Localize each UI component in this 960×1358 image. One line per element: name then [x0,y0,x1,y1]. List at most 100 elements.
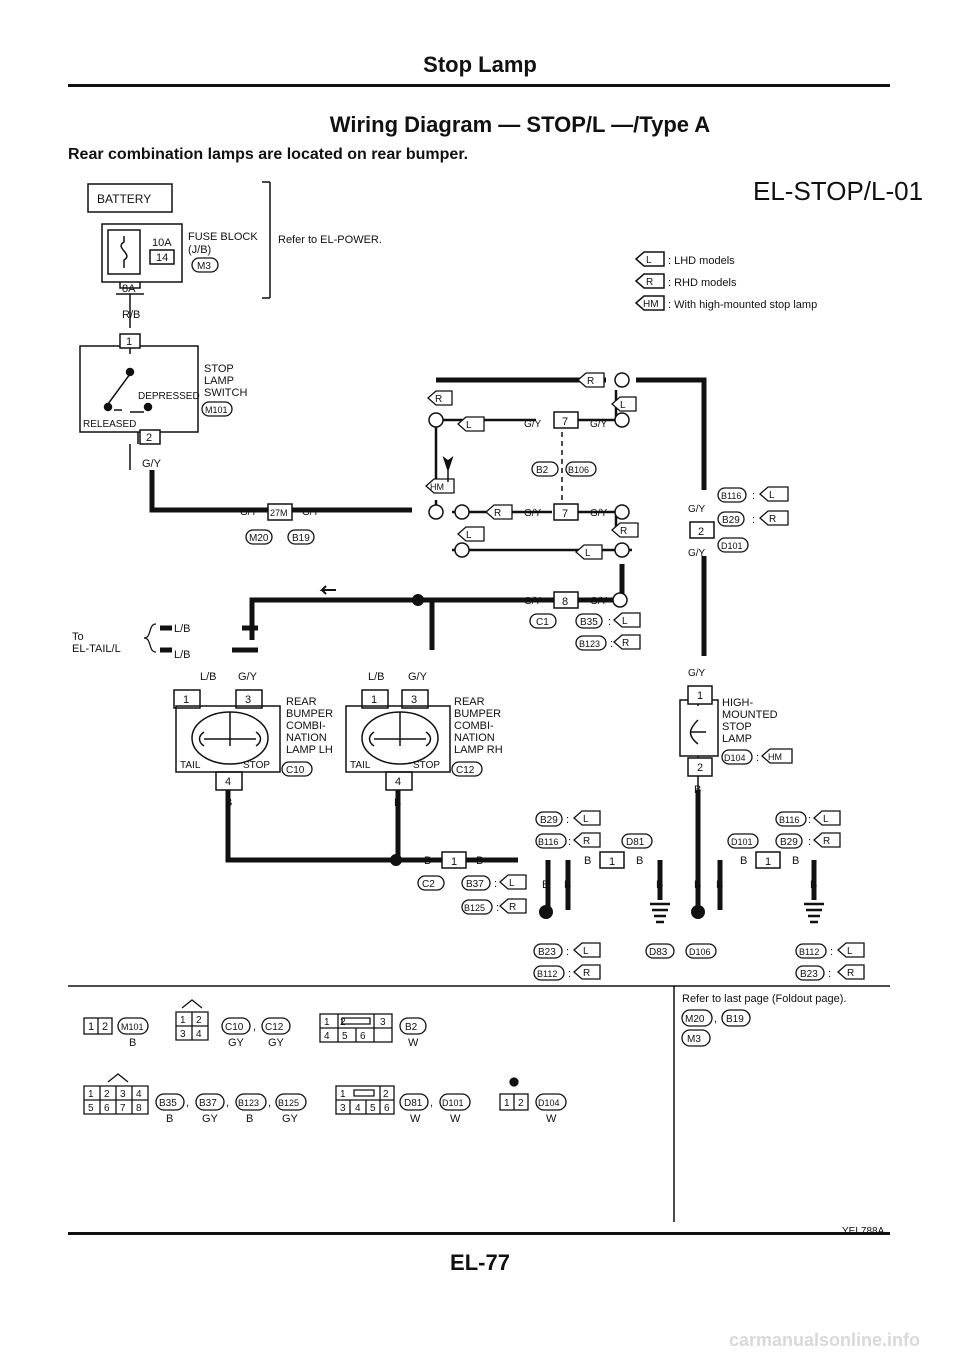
pin-2: 2 [518,1098,524,1109]
comma: , [268,1097,271,1109]
hm-lamp-label: HIGH- [722,697,754,709]
colon: : [828,968,831,980]
comma: , [714,1013,717,1025]
pin-4: 4 [324,1031,330,1042]
table-b123: B123 [238,1098,259,1108]
table-b125: B125 [278,1098,299,1108]
pin-2: 2 [196,1015,202,1026]
tag-r-1: R [435,394,442,405]
wire-b: B [656,879,663,891]
tag-l-3: L [466,530,472,541]
lh-stop: STOP [243,760,270,771]
tag-r: R [847,968,854,979]
footer-rule [68,1232,890,1235]
battery-box [87,183,173,213]
legend-tag-l: L [646,255,652,266]
pin-2: 2 [104,1089,110,1100]
pin-1: 1 [504,1098,510,1109]
diagram-id: EL-STOP/L-01 [753,176,923,206]
conn-b116-b: B116 [538,837,558,847]
colon: : [808,814,811,826]
fuse-connector-m3: M3 [197,261,211,272]
image-code: YEL788A [842,1226,885,1237]
lamp-lh-label: LAMP LH [286,744,333,756]
wire-gy-6: G/Y [590,508,608,519]
fuse-number: 14 [156,252,168,264]
tag-r: R [509,902,516,913]
wire-lb-2: L/B [174,649,191,661]
switch-released: RELEASED [83,419,136,430]
tag-l: L [583,946,589,957]
hm-lamp-label: MOUNTED [722,709,778,721]
to-tail-label: To [72,631,84,643]
wire-lb-4: L/B [368,671,385,683]
conn-b29-c: B29 [780,837,798,848]
pin-1: 1 [180,1015,186,1026]
wire-b: B [584,855,591,867]
wire-b: B [792,855,799,867]
foldout-m20: M20 [685,1014,705,1025]
conn-d101-b: D101 [731,837,753,847]
tag-l: L [847,946,853,957]
conn-d101-a: D101 [721,541,743,551]
conn-b29-a: B29 [722,515,740,526]
colon: : [610,638,613,650]
lamp-rh-label: BUMPER [454,708,501,720]
colon: : [752,490,755,502]
conn-b2: B2 [536,465,549,476]
page-code: EL-77 [450,1250,510,1275]
wire-gy-5: G/Y [524,508,542,519]
conn-d81: D81 [626,837,645,848]
refer-foldout: Refer to last page (Foldout page). [682,993,846,1005]
tag-r-b29: R [769,514,776,525]
conn-c10: C10 [286,765,305,776]
watermark: carmanualsonline.info [728,1330,920,1350]
pin-6: 6 [104,1103,110,1114]
wire-rb-label: R/B [122,309,140,321]
colon: : [830,946,833,958]
pin-4: 4 [355,1103,361,1114]
diagram-note: Rear combination lamps are located on re… [68,146,469,163]
lamp-lh-label: NATION [286,732,327,744]
tag-r-3: R [494,508,501,519]
lamp-lh-label: BUMPER [286,708,333,720]
pin-1: 1 [451,856,457,868]
conn-b116-c: B116 [779,815,799,825]
rear-lamp-rh-box [345,705,451,773]
table-c12: C12 [265,1022,284,1033]
table-m101: M101 [121,1022,144,1032]
color-gy: GY [228,1037,245,1049]
wire-gy-8: G/Y [590,596,608,607]
pin-7-b: 7 [562,508,568,520]
conn-b23-b: B23 [800,969,818,980]
pin-3: 3 [180,1029,186,1040]
pin-1: 1 [765,856,771,868]
comma: , [186,1097,189,1109]
legend-tag-hm: HM [643,299,659,310]
legend-rhd: : RHD models [668,277,737,289]
wire-b: B [542,879,549,891]
wire-gy-10: G/Y [688,548,706,559]
wire-gy-7: G/Y [524,596,542,607]
tag-l: L [583,814,589,825]
lh-pin-3: 3 [245,694,251,706]
tag-r-4: R [620,526,627,537]
colon: : [608,616,611,628]
color-b: B [129,1037,136,1049]
fuse-block-jb-label: (J/B) [188,244,211,256]
conn-d104: D104 [724,753,746,763]
color-w: W [408,1037,419,1049]
switch-label-3: SWITCH [204,387,247,399]
rh-pin-3: 3 [411,694,417,706]
wire-b: B [810,879,817,891]
legend-hm: : With high-mounted stop lamp [668,299,817,311]
tag-r-2: R [587,376,594,387]
pin-4: 4 [196,1029,202,1040]
lh-tail: TAIL [180,760,201,771]
conn-b123: B123 [579,639,600,649]
pin-6: 6 [360,1031,366,1042]
table-c10: C10 [225,1022,244,1033]
pin-1: 1 [88,1089,94,1100]
tag-hm-d104: HM [768,752,782,762]
legend-lhd: : LHD models [668,255,735,267]
